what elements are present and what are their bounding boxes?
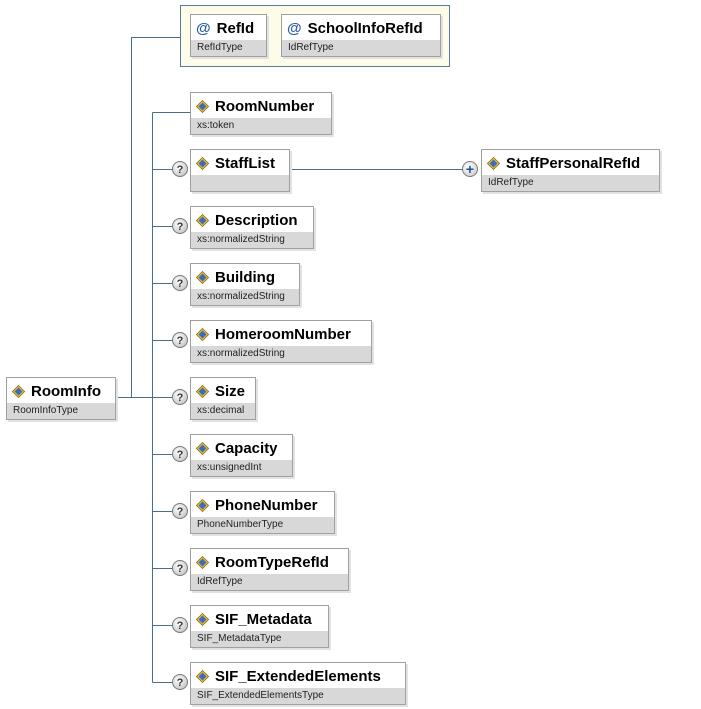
element-node-sif-extendedelements[interactable]: SIF_ExtendedElements SIF_ExtendedElement… [190, 662, 406, 705]
element-icon [196, 555, 209, 569]
element-node-roomtyperefid[interactable]: RoomTypeRefId IdRefType [190, 548, 349, 591]
element-name: StaffPersonalRefId [506, 154, 641, 172]
element-type: IdRefType [191, 574, 348, 590]
element-name: Size [215, 382, 246, 400]
element-name: RoomTypeRefId [215, 553, 329, 571]
element-type: PhoneNumberType [191, 517, 334, 533]
optional-icon: ? [172, 389, 188, 405]
element-icon [196, 327, 209, 341]
at-sign-icon: @ [196, 19, 211, 37]
root-element-node[interactable]: RoomInfo RoomInfoType [6, 377, 116, 420]
element-name: RoomNumber [215, 97, 315, 115]
element-icon [196, 270, 209, 284]
element-name: Description [215, 211, 298, 229]
attribute-group: @ RefId RefIdType @ SchoolInfoRefId IdRe… [180, 5, 450, 67]
attribute-name: SchoolInfoRefId [307, 19, 423, 37]
element-icon [196, 156, 209, 170]
optional-icon: ? [172, 275, 188, 291]
optional-icon: ? [172, 617, 188, 633]
element-name: Building [215, 268, 275, 286]
element-name: RoomInfo [31, 382, 101, 400]
attribute-node-refid[interactable]: @ RefId RefIdType [190, 14, 267, 57]
attribute-node-schoolinforefid[interactable]: @ SchoolInfoRefId IdRefType [281, 14, 441, 57]
element-node-sif-metadata[interactable]: SIF_Metadata SIF_MetadataType [190, 605, 329, 648]
element-type: xs:normalizedString [191, 289, 299, 305]
element-node-phonenumber[interactable]: PhoneNumber PhoneNumberType [190, 491, 335, 534]
attribute-name: RefId [216, 19, 255, 37]
element-node-stafflist[interactable]: StaffList [190, 149, 290, 192]
element-node-capacity[interactable]: Capacity xs:unsignedInt [190, 434, 293, 477]
element-icon [196, 213, 209, 227]
element-type [191, 175, 289, 191]
optional-icon: ? [172, 446, 188, 462]
element-icon [487, 156, 500, 170]
element-name: StaffList [215, 154, 275, 172]
element-type: xs:token [191, 118, 331, 134]
attribute-type: IdRefType [282, 40, 440, 56]
element-node-size[interactable]: Size xs:decimal [190, 377, 256, 420]
element-name: SIF_ExtendedElements [215, 667, 381, 685]
element-icon [196, 669, 209, 683]
attribute-type: RefIdType [191, 40, 266, 56]
element-icon [196, 612, 209, 626]
element-type: RoomInfoType [7, 403, 115, 419]
element-type: xs:unsignedInt [191, 460, 292, 476]
optional-icon: ? [172, 218, 188, 234]
element-icon [196, 441, 209, 455]
element-node-description[interactable]: Description xs:normalizedString [190, 206, 314, 249]
element-type: xs:decimal [191, 403, 255, 419]
optional-icon: ? [172, 674, 188, 690]
element-type: xs:normalizedString [191, 232, 313, 248]
element-icon [196, 99, 209, 113]
element-name: PhoneNumber [215, 496, 318, 514]
optional-icon: ? [172, 332, 188, 348]
expand-icon[interactable]: + [462, 161, 478, 177]
element-type: SIF_ExtendedElementsType [191, 688, 405, 704]
element-name: HomeroomNumber [215, 325, 351, 343]
element-node-staffpersonalrefid[interactable]: StaffPersonalRefId IdRefType [481, 149, 660, 192]
element-icon [196, 498, 209, 512]
element-node-building[interactable]: Building xs:normalizedString [190, 263, 300, 306]
element-name: SIF_Metadata [215, 610, 312, 628]
element-type: IdRefType [482, 175, 659, 191]
element-type: SIF_MetadataType [191, 631, 328, 647]
element-node-roomnumber[interactable]: RoomNumber xs:token [190, 92, 332, 135]
element-name: Capacity [215, 439, 278, 457]
optional-icon: ? [172, 503, 188, 519]
at-sign-icon: @ [287, 19, 302, 37]
optional-icon: ? [172, 560, 188, 576]
element-icon [196, 384, 209, 398]
optional-icon: ? [172, 161, 188, 177]
element-icon [12, 384, 25, 398]
element-type: xs:normalizedString [191, 346, 371, 362]
element-node-homeroomnumber[interactable]: HomeroomNumber xs:normalizedString [190, 320, 372, 363]
